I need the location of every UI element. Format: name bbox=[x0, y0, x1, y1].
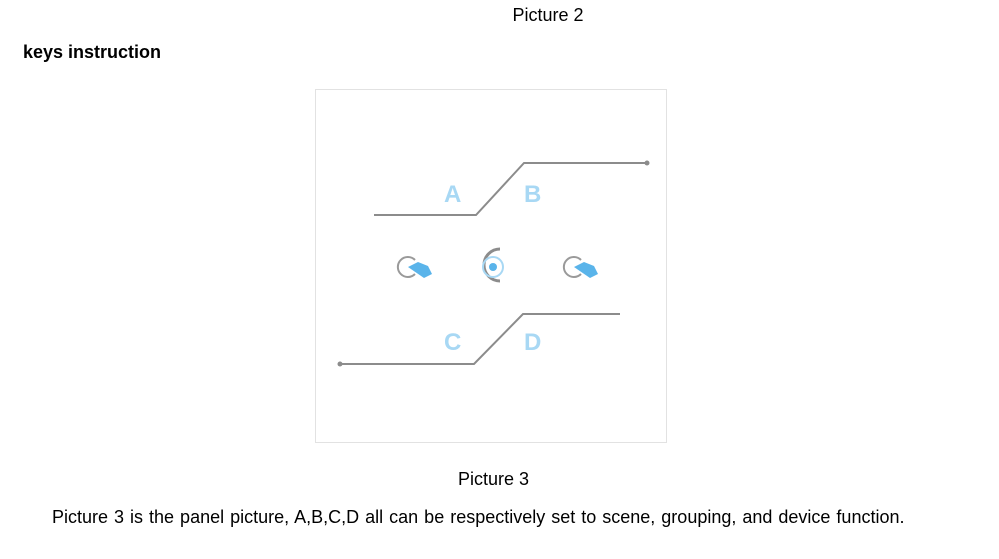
upper-divider-line bbox=[374, 162, 646, 216]
key-b-label: B bbox=[524, 181, 541, 208]
picture-3-caption: Picture 3 bbox=[457, 469, 530, 489]
left-touch-hand-icon bbox=[396, 256, 432, 278]
upper-line-endpoint bbox=[644, 160, 650, 166]
panel-diagram: A B C D bbox=[337, 160, 650, 367]
right-touch-hand-icon bbox=[562, 256, 598, 278]
panel-picture: A B C D bbox=[315, 89, 667, 443]
picture-2-caption: Picture 2 bbox=[512, 5, 584, 25]
lower-line-endpoint bbox=[337, 361, 343, 367]
lower-divider-line bbox=[340, 313, 620, 365]
panel-description-paragraph: Picture 3 is the panel picture, A,B,C,D … bbox=[52, 507, 905, 527]
keys-instruction-heading: keys instruction bbox=[23, 42, 162, 62]
center-power-ring-icon bbox=[482, 247, 504, 283]
key-a-label: A bbox=[444, 181, 461, 208]
key-c-label: C bbox=[444, 329, 461, 356]
key-d-label: D bbox=[524, 329, 541, 356]
